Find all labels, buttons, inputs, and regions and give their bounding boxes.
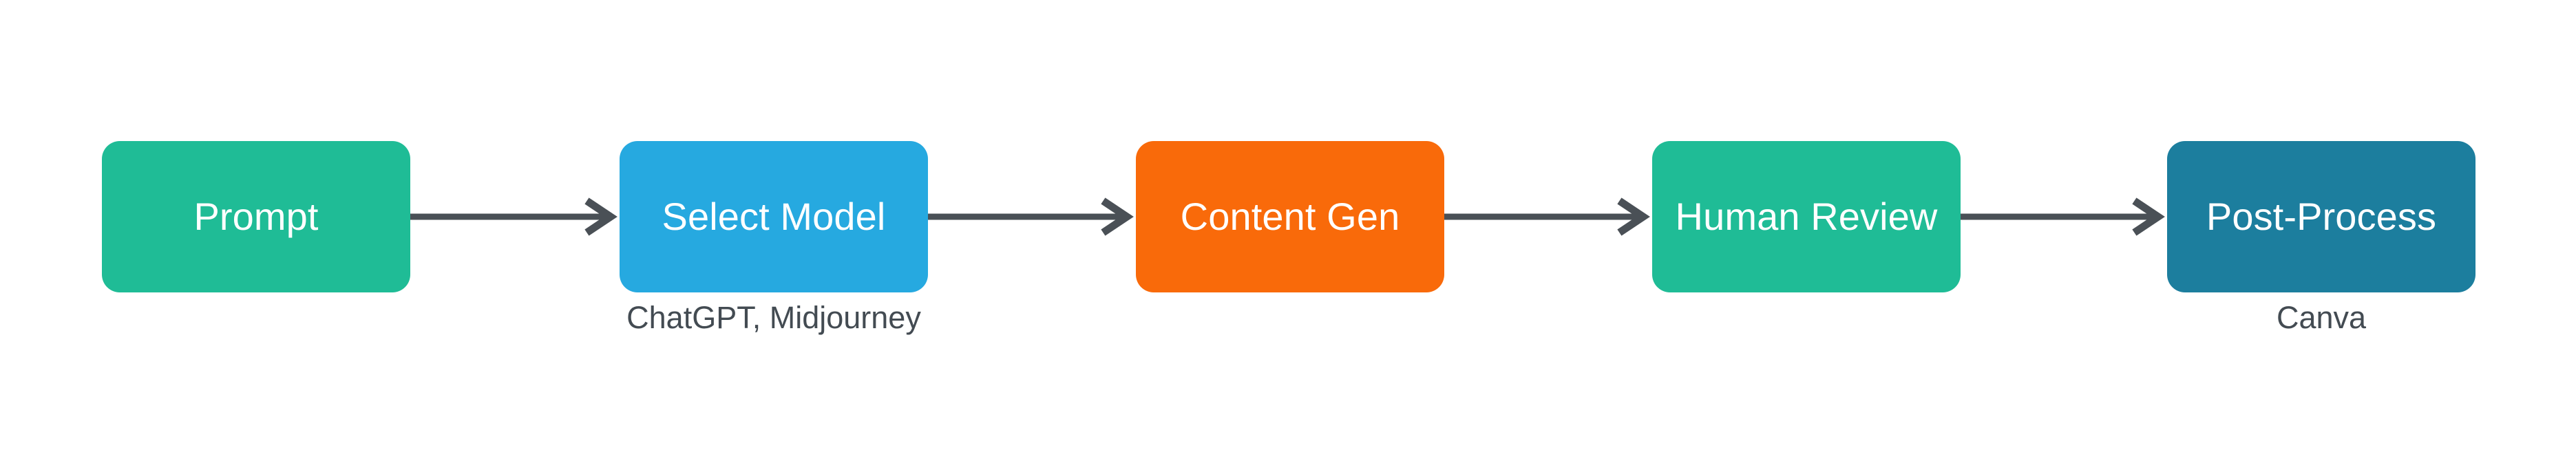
node-prompt-box[interactable]: Prompt <box>102 141 410 292</box>
node-select-model-box[interactable]: Select Model <box>620 141 928 292</box>
node-post-process-box[interactable]: Post-Process <box>2167 141 2475 292</box>
node-content-gen[interactable]: Content Gen <box>1136 141 1444 292</box>
node-post-process-label: Post-Process <box>2206 195 2437 238</box>
node-post-process-subtitle: Canva <box>2276 300 2367 335</box>
edge-prompt-to-select-model <box>410 197 620 236</box>
node-content-gen-box[interactable]: Content Gen <box>1136 141 1444 292</box>
node-human-review[interactable]: Human Review <box>1652 141 1961 292</box>
node-human-review-box[interactable]: Human Review <box>1652 141 1961 292</box>
edge-content-gen-to-human-review <box>1444 197 1652 236</box>
node-content-gen-label: Content Gen <box>1180 195 1400 238</box>
node-prompt[interactable]: Prompt <box>102 141 410 292</box>
node-select-model-subtitle: ChatGPT, Midjourney <box>626 300 921 335</box>
edge-human-review-to-post-process <box>1961 197 2167 236</box>
edge-select-model-to-content-gen <box>928 197 1136 236</box>
node-select-model[interactable]: Select Model ChatGPT, Midjourney <box>620 141 928 334</box>
node-prompt-label: Prompt <box>193 195 319 238</box>
node-post-process[interactable]: Post-Process Canva <box>2167 141 2475 334</box>
node-human-review-label: Human Review <box>1675 195 1938 238</box>
node-select-model-label: Select Model <box>662 195 886 238</box>
